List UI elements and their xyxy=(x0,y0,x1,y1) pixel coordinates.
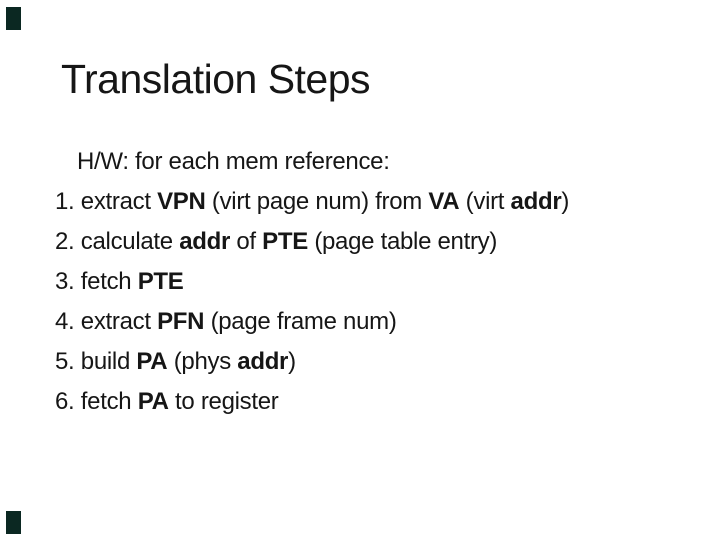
step-text: extract xyxy=(80,188,158,215)
step-line: 4. extract PFN (page frame num) xyxy=(55,302,685,342)
step-text: extract xyxy=(80,308,158,335)
step-line: 2. calculate addr of PTE (page table ent… xyxy=(55,222,685,262)
step-number: 4. xyxy=(55,308,81,335)
step-line: 5. build PA (phys addr) xyxy=(55,342,685,382)
step-text: (virt page num) from xyxy=(205,188,429,215)
step-line: 3. fetch PTE xyxy=(55,262,685,302)
step-number: 2. xyxy=(55,228,81,255)
slide-title: Translation Steps xyxy=(61,56,371,102)
slide-body: H/W: for each mem reference: 1. extract … xyxy=(55,142,685,422)
step-text: (page frame num) xyxy=(204,308,397,335)
corner-mark-bottom-left xyxy=(6,511,21,534)
step-term: PTE xyxy=(137,268,184,295)
corner-mark-top-left xyxy=(6,7,21,30)
step-line: 1. extract VPN (virt page num) from VA (… xyxy=(55,182,685,222)
intro-line: H/W: for each mem reference: xyxy=(77,148,390,175)
step-number: 5. xyxy=(55,348,81,375)
step-term: addr xyxy=(510,188,562,215)
step-text: fetch xyxy=(80,268,138,295)
step-term: addr xyxy=(237,348,289,375)
step-term: PTE xyxy=(262,228,308,255)
step-text: (virt xyxy=(459,188,511,215)
step-term: PA xyxy=(136,348,168,375)
step-term: addr xyxy=(179,228,231,255)
step-text: ) xyxy=(288,348,296,375)
step-line: 6. fetch PA to register xyxy=(55,382,685,422)
step-term: VPN xyxy=(157,188,206,215)
step-number: 3. xyxy=(55,268,81,295)
step-number: 6. xyxy=(55,388,81,415)
step-term: PFN xyxy=(157,308,205,335)
step-text: (phys xyxy=(167,348,238,375)
step-term: PA xyxy=(137,388,169,415)
step-text: of xyxy=(230,228,263,255)
step-text: (page table entry) xyxy=(307,228,498,255)
step-text: build xyxy=(80,348,137,375)
step-term: VA xyxy=(428,188,460,215)
step-text: to register xyxy=(168,388,279,415)
step-number: 1. xyxy=(55,188,81,215)
steps-list: 1. extract VPN (virt page num) from VA (… xyxy=(55,182,685,422)
step-text: fetch xyxy=(80,388,138,415)
step-text: calculate xyxy=(80,228,180,255)
step-text: ) xyxy=(561,188,570,215)
